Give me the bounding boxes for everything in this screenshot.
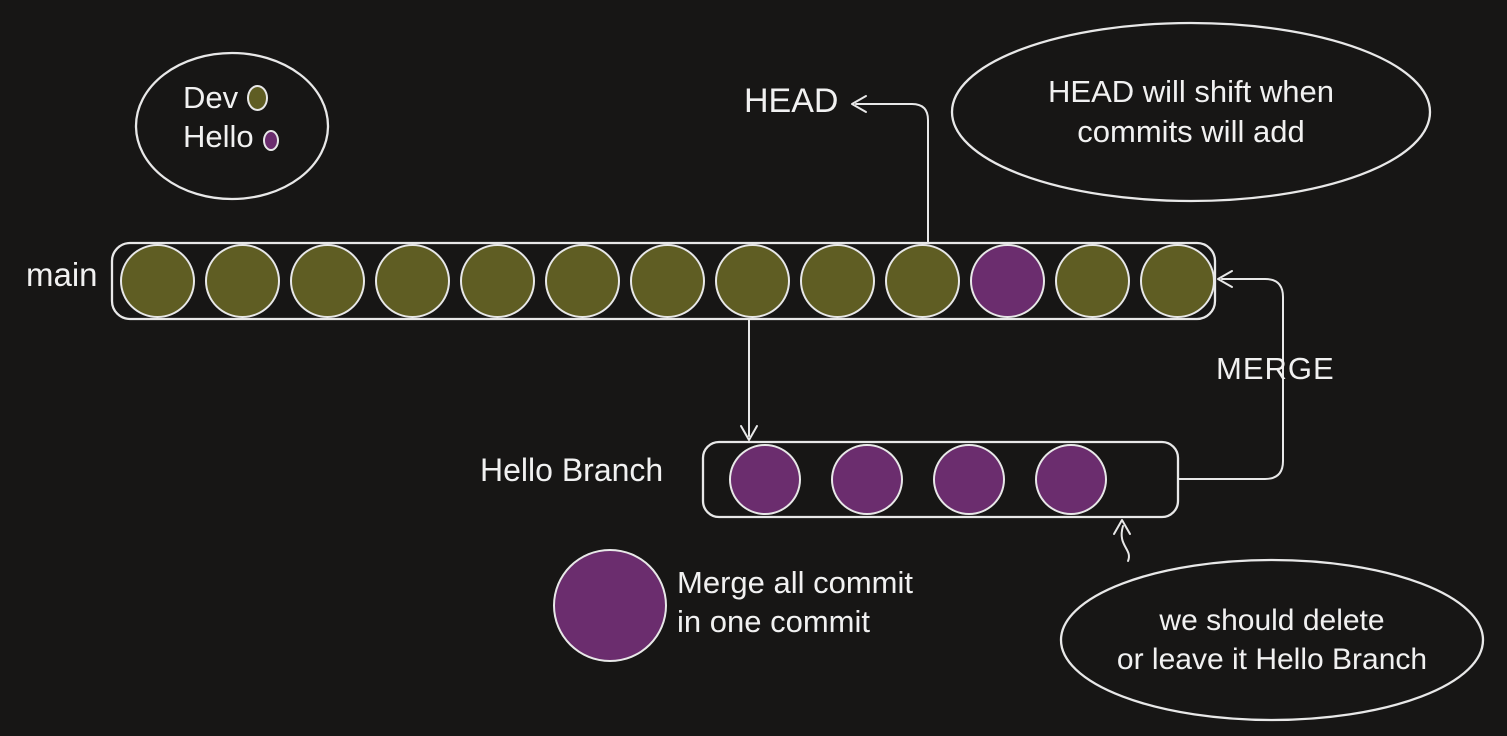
commit-dot-hello	[1035, 444, 1107, 515]
head-pointer-arrow	[855, 103, 929, 244]
commit-dot-dev	[715, 244, 790, 318]
commit-dot-hello	[970, 244, 1045, 318]
branch-off-arrowhead-icon	[740, 425, 758, 441]
legend-ellipse	[134, 51, 330, 201]
head-shift-callout-text: HEAD will shift when commits will add	[991, 72, 1391, 152]
merge-note-commit-circle	[553, 549, 667, 662]
legend-item-dev: Dev	[183, 80, 279, 116]
delete-callout-ellipse	[1059, 558, 1485, 722]
commit-dot-dev	[1055, 244, 1130, 318]
commit-dot-dev	[205, 244, 280, 318]
legend: Dev Hello	[183, 80, 279, 155]
commit-dot-dev	[630, 244, 705, 318]
commit-dot-dev	[290, 244, 365, 318]
main-branch-label: main	[26, 256, 98, 293]
legend-dev-dot-icon	[247, 85, 269, 111]
merge-note-text: Merge all commit in one commit	[677, 563, 913, 641]
commit-dot-dev	[375, 244, 450, 318]
merge-note-line2: in one commit	[677, 604, 870, 639]
delete-callout-line2: or leave it Hello Branch	[1116, 643, 1428, 676]
delete-callout-arrow	[1120, 525, 1130, 562]
commit-dot-dev	[800, 244, 875, 318]
merge-note-line1: Merge all commit	[677, 565, 913, 600]
commit-dot-dev	[120, 244, 195, 318]
commit-dot-hello	[933, 444, 1005, 515]
legend-label-hello: Hello	[183, 119, 254, 154]
commit-dot-dev	[1140, 244, 1215, 318]
delete-callout-line1: we should delete	[1159, 604, 1385, 637]
legend-hello-dot-icon	[262, 129, 279, 151]
head-shift-callout-line1: HEAD will shift when	[1048, 74, 1334, 109]
commit-dot-dev	[885, 244, 960, 318]
merge-arrowhead-icon	[1217, 270, 1233, 288]
commit-dot-hello	[831, 444, 903, 515]
head-label: HEAD	[744, 82, 839, 120]
main-branch-box	[110, 241, 1217, 321]
commit-dot-dev	[460, 244, 535, 318]
head-shift-callout-ellipse	[950, 21, 1432, 203]
hello-branch-label: Hello Branch	[480, 452, 664, 488]
merge-label: MERGE	[1216, 351, 1335, 386]
legend-label-dev: Dev	[183, 80, 239, 115]
delete-callout-text: we should delete or leave it Hello Branc…	[1072, 601, 1472, 679]
main-branch-commits	[112, 243, 1215, 319]
merge-arrow-path	[1177, 278, 1284, 480]
legend-item-hello: Hello	[183, 119, 279, 155]
commit-dot-dev	[545, 244, 620, 318]
commit-dot-hello	[729, 444, 801, 515]
delete-callout-arrowhead-icon	[1113, 519, 1131, 535]
head-shift-callout-line2: commits will add	[1077, 114, 1305, 149]
head-pointer-arrowhead-icon	[851, 95, 867, 113]
hello-branch-commits	[703, 442, 1178, 517]
